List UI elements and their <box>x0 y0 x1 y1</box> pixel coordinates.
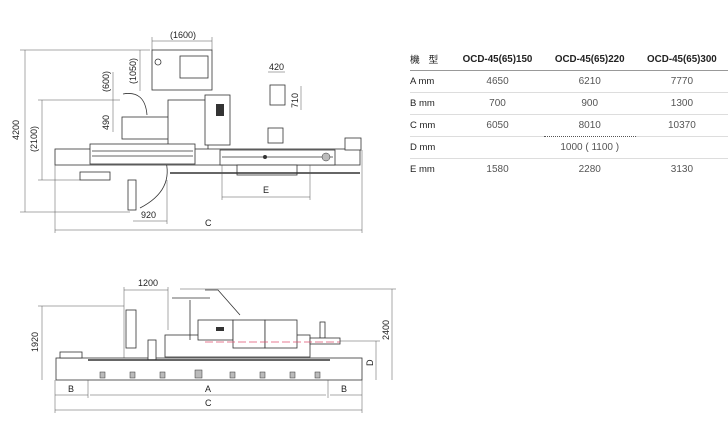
svg-text:A: A <box>205 384 211 394</box>
dim-c-side: C <box>54 380 363 413</box>
svg-text:(2100): (2100) <box>29 126 39 152</box>
dim-600: (600) <box>101 71 114 95</box>
dim-a: A <box>90 380 329 398</box>
dim-e: E <box>221 165 311 200</box>
cell: 900 <box>543 92 636 115</box>
model-header: 機 型 <box>410 52 452 71</box>
svg-text:2400: 2400 <box>381 320 391 340</box>
row-label: B mm <box>410 92 452 115</box>
svg-text:(1600): (1600) <box>170 30 196 40</box>
dim-4200: 4200 <box>11 49 150 213</box>
row-label: D mm <box>410 136 452 159</box>
svg-text:920: 920 <box>141 210 156 220</box>
row-label: E mm <box>410 164 435 175</box>
dim-b-right: B <box>330 384 362 396</box>
svg-text:4200: 4200 <box>11 120 21 140</box>
svg-text:B: B <box>68 384 74 394</box>
spec-table: 機 型 OCD-45(65)150 OCD-45(65)220 OCD-45(6… <box>410 52 728 180</box>
dim-1200: 1200 <box>123 278 169 360</box>
svg-text:1200: 1200 <box>138 278 158 288</box>
dim-2100: (2100) <box>29 99 120 181</box>
table-row: A mm 4650 6210 7770 <box>410 70 728 93</box>
cell: 10370 <box>635 114 728 137</box>
model-300-header: OCD-45(65)300 <box>635 52 728 71</box>
table-row: D mm 1000 ( 1100 ) <box>410 136 728 159</box>
cell: 8010 <box>543 114 636 137</box>
cell: 4650 <box>451 70 544 93</box>
top-view-drawing: 4200 (2100) (1600) (1050) (600) 490 <box>11 30 363 233</box>
dim-1920: 1920 <box>30 305 124 380</box>
side-view-drawing: 1200 1920 2400 D <box>30 278 396 413</box>
svg-text:D: D <box>365 359 375 366</box>
cell: 700 <box>451 92 544 115</box>
spec-header-row: 機 型 OCD-45(65)150 OCD-45(65)220 OCD-45(6… <box>410 52 728 71</box>
cell: 1580 <box>486 164 509 175</box>
svg-text:E: E <box>263 185 269 195</box>
svg-text:490: 490 <box>101 115 111 130</box>
dim-1600: (1600) <box>151 30 213 50</box>
dim-b-left: B <box>55 380 89 398</box>
dim-490: 490 <box>101 95 114 132</box>
svg-text:(600): (600) <box>101 71 111 92</box>
merged-cell: 1000 ( 1100 ) <box>451 136 728 159</box>
cell: 1300 <box>635 92 728 115</box>
cell: 6050 <box>451 114 544 137</box>
model-220-header: OCD-45(65)220 <box>543 52 636 71</box>
svg-text:710: 710 <box>290 93 300 108</box>
cell: 6210 <box>543 70 636 93</box>
svg-text:C: C <box>205 398 212 408</box>
table-row: B mm 700 900 1300 <box>410 92 728 115</box>
svg-text:C: C <box>205 218 212 228</box>
dim-2400: 2400 <box>180 288 396 380</box>
cell: 2280 <box>578 164 601 175</box>
svg-text:1920: 1920 <box>30 332 40 352</box>
svg-text:420: 420 <box>269 62 284 72</box>
cell: 3130 <box>670 164 694 175</box>
model-150-header: OCD-45(65)150 <box>451 52 544 71</box>
cell: 7770 <box>635 70 728 93</box>
svg-text:B: B <box>341 384 347 394</box>
svg-text:(1050): (1050) <box>128 58 138 84</box>
dim-420: 420 <box>268 62 285 73</box>
row-label: C mm <box>410 114 452 137</box>
dim-920: 920 <box>133 180 168 224</box>
table-row: C mm 6050 8010 10370 <box>410 114 728 137</box>
row-label: A mm <box>410 70 452 93</box>
dim-1050: (1050) <box>128 50 141 91</box>
dim-c-top: C <box>54 150 363 233</box>
dim-710: 710 <box>290 86 302 110</box>
table-row: E mm 1580 2280 3130 <box>410 159 728 181</box>
